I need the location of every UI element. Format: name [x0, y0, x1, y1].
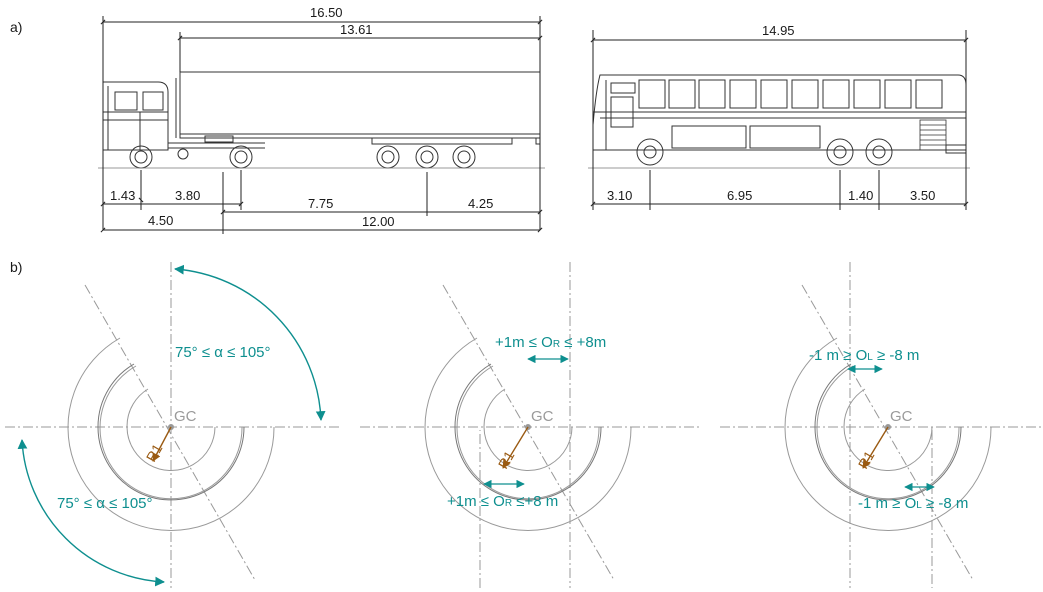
middle-bottom-constraint: +1m ≤ OR ≤+8 m [447, 493, 558, 510]
middle-bottom-text: +1m ≤ O [447, 493, 505, 510]
bus-rear-wheel-2 [865, 138, 893, 166]
middle-top-constraint: +1m ≤ OR ≤ +8m [495, 334, 606, 351]
dim-truck-d1: 1.43 [110, 188, 135, 203]
left-bottom-constraint: 75° ≤ α ≤ 105° [57, 495, 153, 512]
dim-bus-d3: 1.40 [848, 188, 873, 203]
bus-dimensions [590, 30, 969, 210]
truck-dimensions [100, 16, 543, 234]
bus-drawing [588, 74, 970, 169]
dim-truck-overall: 16.50 [310, 5, 343, 20]
right-bottom-tail: ≥ -8 m [922, 495, 969, 512]
diagram-right [720, 262, 1043, 588]
diagram-left [5, 262, 340, 588]
middle-top-text: +1m ≤ O [495, 334, 553, 351]
trailer-wheel-3 [452, 145, 476, 169]
right-r1-label: R1 [855, 448, 878, 472]
right-bottom-sub: L [916, 500, 922, 511]
dim-truck-d5: 4.25 [468, 196, 493, 211]
dim-truck-d3: 4.50 [148, 213, 173, 228]
middle-top-tail: ≤ +8m [560, 334, 606, 351]
trailer-wheel-2 [415, 145, 439, 169]
dim-truck-d2: 3.80 [175, 188, 200, 203]
dim-truck-d4: 7.75 [308, 196, 333, 211]
right-bottom-text: -1 m ≥ O [858, 495, 916, 512]
right-bottom-constraint: -1 m ≥ OL ≥ -8 m [858, 495, 968, 512]
panel-b-label: b) [10, 259, 22, 275]
middle-r1-label: R1 [495, 448, 518, 472]
middle-bottom-sub: R [505, 498, 512, 509]
right-top-tail: ≥ -8 m [873, 347, 920, 364]
right-top-constraint: -1 m ≥ OL ≥ -8 m [809, 347, 919, 364]
dim-trailer-length: 13.61 [340, 22, 373, 37]
right-top-sub: L [867, 352, 873, 363]
dim-bus-overall: 14.95 [762, 23, 795, 38]
left-r1-label: R1 [143, 441, 166, 465]
trailer-body [179, 71, 541, 139]
middle-top-sub: R [553, 339, 560, 350]
middle-bottom-tail: ≤+8 m [512, 493, 558, 510]
truck-drive-wheel [229, 145, 253, 169]
panel-a-label: a) [10, 19, 22, 35]
truck-cab [102, 81, 169, 151]
bus-rear-wheel-1 [826, 138, 854, 166]
dim-bus-d4: 3.50 [910, 188, 935, 203]
bus-front-wheel [636, 138, 664, 166]
right-gc-label: GC [890, 408, 913, 425]
dim-bus-d2: 6.95 [727, 188, 752, 203]
truck-front-wheel [129, 145, 153, 169]
trailer-wheel-1 [376, 145, 400, 169]
dim-bus-d1: 3.10 [607, 188, 632, 203]
left-top-constraint: 75° ≤ α ≤ 105° [175, 344, 271, 361]
truck-drawing [98, 71, 545, 169]
bus-window [638, 79, 666, 109]
right-top-text: -1 m ≥ O [809, 347, 867, 364]
diagram-middle [360, 262, 700, 588]
dim-truck-d6: 12.00 [362, 214, 395, 229]
middle-gc-label: GC [531, 408, 554, 425]
left-gc-label: GC [174, 408, 197, 425]
